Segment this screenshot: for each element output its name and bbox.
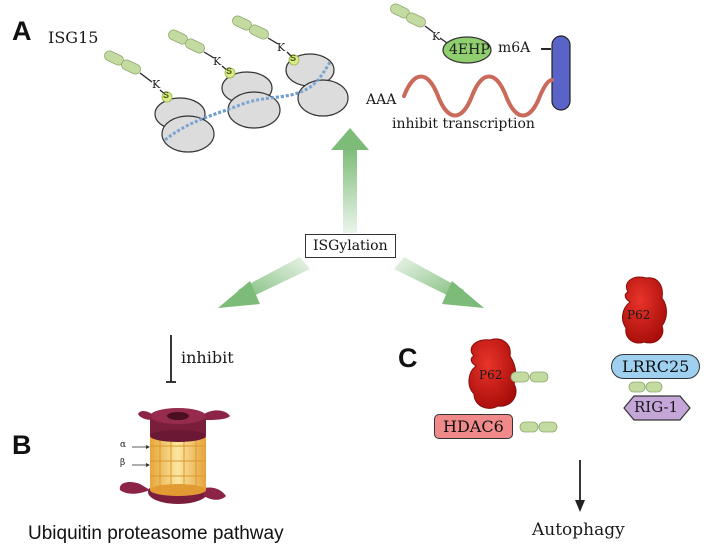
panel-label-a: A <box>12 16 32 46</box>
mrna-wave <box>402 74 554 118</box>
4ehp-label: 4EHP <box>449 42 490 58</box>
arrow-up <box>331 128 369 233</box>
serine-label-1: S <box>163 90 170 100</box>
serine-label-3: S <box>290 53 297 63</box>
m6a-label: m6A <box>498 40 531 56</box>
hdac6-box: HDAC6 <box>434 414 513 439</box>
inhibit-transcription-label: inhibit transcription <box>392 116 535 132</box>
inhibit-label: inhibit <box>181 348 234 367</box>
lysine-label-4ehp: K <box>432 30 441 43</box>
ubiquitin-pathway-label: Ubiquitin proteasome pathway <box>28 523 284 544</box>
autophagy-arrow <box>575 460 585 512</box>
4ehp-protein <box>442 36 492 64</box>
serine-label-2: S <box>226 66 233 76</box>
isg15-chain-2 <box>168 29 236 79</box>
isgylation-box: ISGylation <box>305 234 396 258</box>
isg15-pair-right <box>628 381 663 393</box>
poly-a-label: AAA <box>366 92 397 108</box>
mrna-cap-block <box>551 35 571 111</box>
isg15-label: ISG15 <box>48 28 99 47</box>
rig1-label: RIG-1 <box>634 398 679 416</box>
lysine-label-1: K <box>152 78 161 91</box>
arrow-right-down <box>394 257 484 308</box>
isg15-pair-upper <box>510 371 549 383</box>
isg15-chain-4ehp <box>390 3 448 44</box>
autophagy-label: Autophagy <box>532 520 625 540</box>
isg15-chain-1 <box>104 50 173 103</box>
arrow-left-down <box>218 257 310 308</box>
ribosome-2 <box>221 71 281 129</box>
isg15-chain-3 <box>232 15 300 66</box>
p62-right-blob <box>622 276 667 344</box>
alpha-label: α <box>120 440 127 450</box>
p62-label-right: P62 <box>627 308 651 322</box>
ribosome-1 <box>154 97 215 153</box>
panel-label-c: C <box>398 343 418 373</box>
lysine-label-3: K <box>277 41 286 54</box>
p62-left-blob <box>468 338 517 409</box>
beta-label: β <box>120 458 126 468</box>
inhibit-bar <box>166 335 176 383</box>
lysine-label-2: K <box>213 55 222 68</box>
rig1-shape <box>623 395 691 421</box>
proteasome <box>119 408 230 504</box>
lrrc25-box: LRRC25 <box>611 354 701 379</box>
isg15-pair-lower <box>519 421 558 433</box>
p62-label-left: P62 <box>479 368 503 382</box>
panel-label-b: B <box>12 430 32 460</box>
